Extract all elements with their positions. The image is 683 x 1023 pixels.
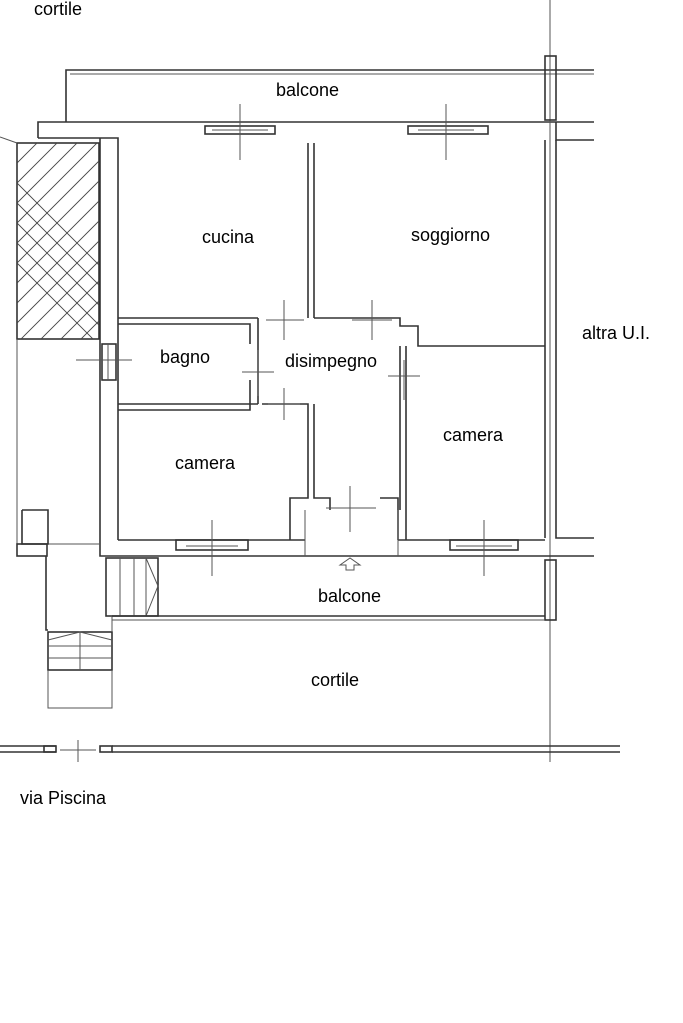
label-bagno: bagno [160, 347, 210, 367]
label-camera-left: camera [175, 453, 236, 473]
balcone-top-outline [37, 69, 594, 143]
label-balcone-bottom: balcone [318, 586, 381, 606]
outer-walls [99, 122, 594, 557]
left-exterior [16, 339, 100, 631]
label-via: via Piscina [20, 788, 107, 808]
label-soggiorno: soggiorno [411, 225, 490, 245]
window-symbols [101, 343, 519, 551]
label-cucina: cucina [202, 227, 255, 247]
boundary-line-right [544, 0, 557, 762]
label-balcone-top: balcone [276, 80, 339, 100]
street-line [0, 745, 620, 753]
label-cortile-bottom: cortile [311, 670, 359, 690]
cross-markers [60, 104, 512, 762]
label-cortile-top: cortile [34, 0, 82, 19]
label-disimpegno: disimpegno [285, 351, 377, 371]
label-altra-ui: altra U.I. [582, 323, 650, 343]
balcone-bottom-outline [112, 557, 545, 621]
hatched-stair-area [0, 136, 100, 340]
external-stairs [47, 557, 159, 709]
interior-walls [118, 125, 545, 556]
label-camera-right: camera [443, 425, 504, 445]
